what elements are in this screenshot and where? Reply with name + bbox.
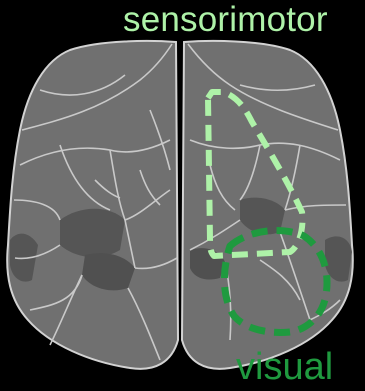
left-hemisphere — [7, 41, 178, 369]
sensorimotor-label: sensorimotor — [123, 2, 328, 37]
visual-label: visual — [236, 348, 333, 386]
left-dark-region-1 — [60, 209, 125, 257]
